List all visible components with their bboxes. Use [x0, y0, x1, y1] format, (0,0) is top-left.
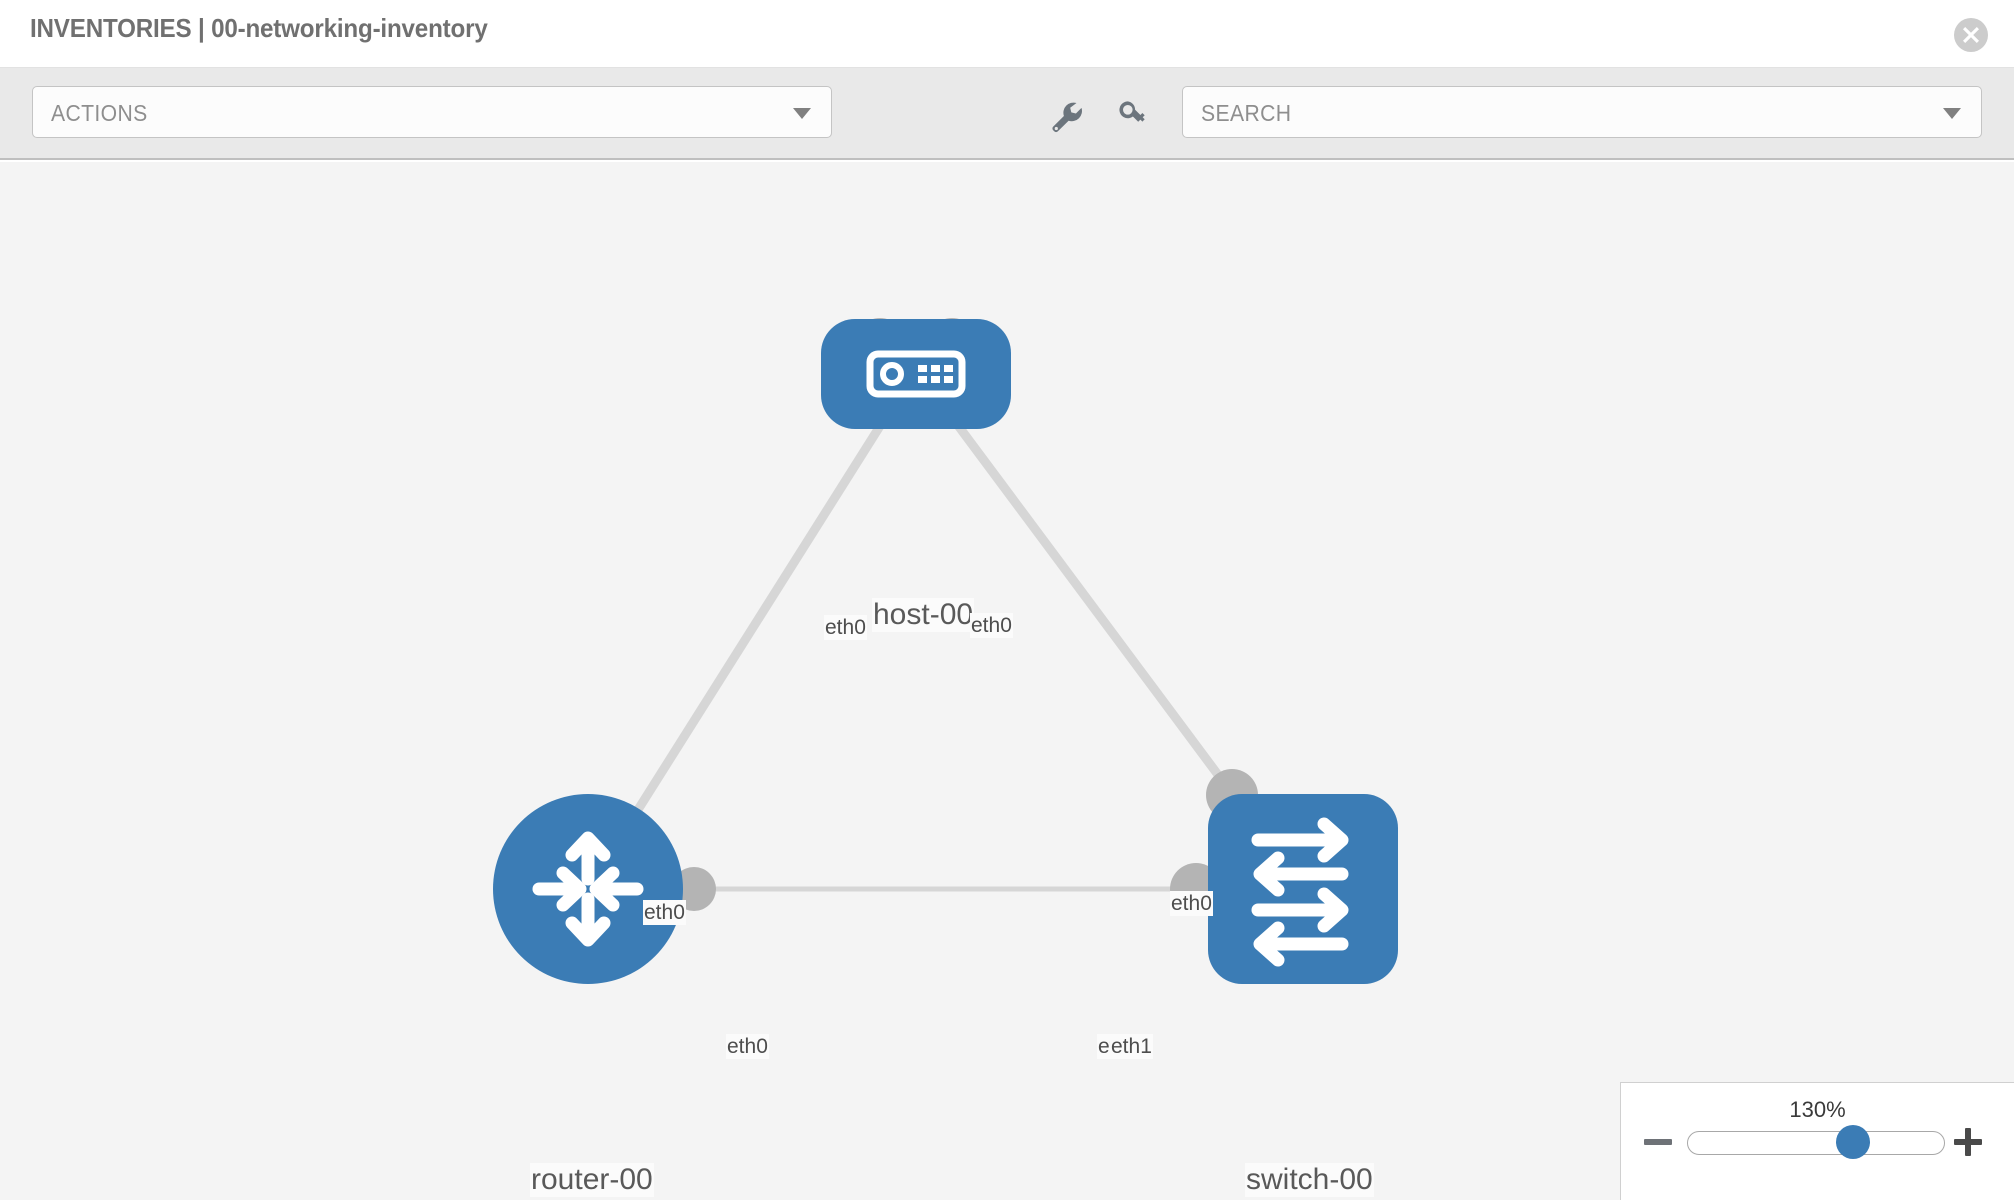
zoom-control-panel: 130% [1620, 1082, 2014, 1200]
switch-two-way-arrows-icon [1251, 817, 1349, 967]
router-four-arrows-icon [532, 831, 644, 947]
search-input-value: SEARCH [1201, 100, 1292, 126]
server-appliance-icon [866, 350, 966, 398]
close-icon[interactable] [1954, 18, 1988, 52]
zoom-percent-label: 130% [1789, 1097, 1846, 1122]
zoom-slider-thumb[interactable] [1835, 1125, 1870, 1159]
wrench-icon[interactable] [1046, 96, 1084, 134]
interface-label-router-right: eth0 [726, 1034, 769, 1059]
search-input[interactable]: SEARCH [1182, 86, 1982, 138]
interface-label-host-left: eth0 [824, 615, 867, 640]
page-title: INVENTORIES | 00-networking-inventory [30, 13, 488, 43]
actions-dropdown[interactable]: ACTIONS [32, 86, 832, 138]
node-label-switch-00: switch-00 [1245, 1163, 1374, 1197]
page-header: INVENTORIES | 00-networking-inventory [0, 0, 2014, 68]
node-label-host-00: host-00 [872, 598, 975, 632]
zoom-slider[interactable] [1687, 1125, 1945, 1159]
zoom-in-button[interactable] [1951, 1125, 1985, 1159]
node-router-00 [493, 794, 683, 984]
node-switch-00 [1208, 794, 1398, 984]
chevron-down-icon [1943, 108, 1961, 119]
topology-canvas[interactable]: host-00 router-00 switch-00 eth0 eth0 et… [0, 162, 2014, 1200]
interface-label-host-right: eth0 [970, 613, 1013, 638]
topology-graph [493, 318, 1398, 984]
link-host-router [584, 366, 920, 892]
interface-label-switch-left-over: eth1 [1110, 1034, 1153, 1059]
zoom-out-button[interactable] [1641, 1125, 1675, 1159]
key-icon[interactable] [1114, 96, 1152, 134]
interface-label-switch-up: eth0 [1170, 891, 1213, 916]
node-host-00 [821, 319, 1011, 429]
actions-dropdown-label: ACTIONS [51, 100, 148, 126]
node-label-router-00: router-00 [530, 1163, 654, 1197]
interface-label-router-up: eth0 [643, 900, 686, 925]
chevron-down-icon [793, 108, 811, 119]
